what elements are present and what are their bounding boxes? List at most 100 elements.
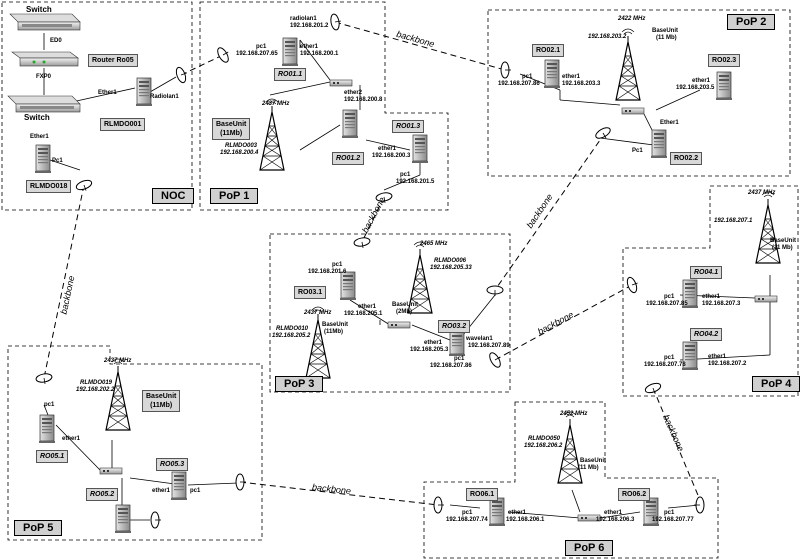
pop1-server-ro012	[341, 109, 359, 139]
pop2-switch	[621, 107, 645, 115]
noc-pc-rlmdo018	[34, 144, 52, 174]
pop5-ro052-label: RO05.2	[86, 488, 119, 501]
pop2-ro022-label: RO02.2	[670, 152, 703, 165]
pop5-ro051-label: RO05.1	[36, 450, 69, 463]
pop2-freq-label: 2422 MHz	[618, 16, 646, 22]
pop5-baseunit-rate: (11Mb)	[150, 402, 173, 409]
pop1-pc-ro011	[281, 37, 299, 67]
pop3-ether1-ip: 192.168.205.1	[344, 311, 383, 317]
noc-pc1-label: Pc1	[52, 158, 63, 164]
pop6-pc1-ip: 192.168.207.74	[446, 517, 488, 523]
pop1-freq-label: 2437 MHz	[262, 101, 290, 107]
pop2-pc1c-label: Pc1	[632, 148, 643, 154]
pop3-baseunit2-label: BaseUnit	[392, 302, 419, 308]
pop2-pc-ro023	[715, 71, 733, 101]
pop3-dish-bottom	[487, 349, 505, 370]
noc-ed0-label: ED0	[50, 38, 62, 44]
pop1-baseunit-box: BaseUnit(11Mb)	[212, 118, 251, 140]
pop6-rlmdo-label: RLMDO050	[528, 436, 561, 442]
pop1-tower	[259, 98, 285, 171]
region-label-pop2: PoP 2	[727, 14, 776, 30]
pop6-rlmdo-ip: 192.168.206.2	[524, 443, 563, 449]
pop1-ether1-ip: 192.168.200.1	[300, 51, 339, 57]
pop3-pc1-ip: 192.168.201.6	[308, 269, 347, 275]
pop4-freq-label: 2437 MHz	[748, 190, 776, 196]
pop3-ro031-label: RO03.1	[294, 286, 327, 299]
pop3-rlmdo010-ip: 192.168.205.2	[272, 333, 311, 339]
noc-router-label: Router Ro05	[88, 54, 138, 67]
pop3-baseunit	[387, 321, 411, 329]
pop5-switch	[99, 467, 123, 475]
pop3-baseunit-label: BaseUnit	[322, 322, 349, 328]
pop4-switch	[754, 295, 778, 303]
pop6-baseunit-label: BaseUnit	[580, 458, 607, 464]
noc-pc-ether1-label: Ether1	[30, 134, 49, 140]
pop1-ro011-label: RO01.1	[274, 68, 307, 81]
pop1-pc1b-ip: 192.168.201.5	[396, 179, 435, 185]
pop2-pc-ro021	[543, 59, 561, 89]
pop2-ether1r-label: ether1	[692, 78, 711, 84]
pop6-baseunit-rate: (11 Mb)	[578, 465, 599, 471]
pop2-baseunit-label: BaseUnit	[652, 28, 679, 34]
pop5-pc1b-label: pc1	[190, 488, 201, 494]
pop4-ip: 192.168.207.1	[714, 218, 753, 224]
pop4-pc1b-label: pc1	[664, 355, 675, 361]
pop5-dish-top	[34, 372, 54, 386]
region-label-pop3: PoP 3	[275, 376, 324, 392]
pop3-tower-left	[305, 306, 331, 379]
pop4-ro042-label: RO04.2	[690, 328, 723, 341]
pop3-pc1b-label: pc1	[454, 356, 465, 362]
pop3-dish-top	[352, 236, 372, 250]
pop4-ether1-label: ether1	[702, 294, 721, 300]
region-label-noc: NOC	[152, 188, 195, 204]
pop1-pc1-label: pc1	[256, 44, 267, 50]
pop2-ro021-label: RO02.1	[532, 44, 565, 57]
noc-dish-2	[74, 178, 95, 194]
pop1-pc-ro013	[411, 134, 429, 164]
noc-dish	[174, 64, 190, 85]
pop5-ether1-label: ether1	[62, 436, 81, 442]
pop5-dish-right	[235, 473, 247, 491]
pop6-ether1b-ip: 192.168.206.3	[596, 517, 635, 523]
pop4-ether1-ip: 192.168.207.3	[702, 301, 741, 307]
pop2-ether1-ip: 192.168.203.3	[562, 81, 601, 87]
pop6-freq-label: 2452 MHz	[560, 411, 588, 417]
pop6-ether1-label: ether1	[508, 510, 527, 516]
pop2-pc1-label: pc1	[522, 74, 533, 80]
pop4-baseunit-rate: (11 Mb)	[772, 245, 793, 251]
pop1-pc1-ip: 192.168.207.65	[236, 51, 278, 57]
pop6-pc-ro061	[488, 497, 506, 527]
region-label-pop1: PoP 1	[210, 188, 259, 204]
pop1-rlmdo-label: RLMDO003	[225, 143, 258, 149]
pop1-ether1-label: ether1	[300, 44, 319, 50]
pop3-ether1-label: ether1	[358, 304, 377, 310]
pop3-freq2-label: 2437 MHz	[304, 310, 332, 316]
pop4-ether1b-ip: 192.168.207.2	[708, 361, 747, 367]
pop4-dish-bottom	[643, 381, 664, 397]
noc-rlmdo001-label: RLMDO001	[100, 118, 146, 131]
pop1-ro013-label: RO01.3	[392, 120, 425, 133]
pop6-ether1b-label: ether1	[604, 510, 623, 516]
pop3-ro032-label: RO03.2	[438, 320, 471, 333]
pop6-ether1-ip: 192.168.206.1	[506, 517, 545, 523]
pop3-wavelan1-ip: 192.168.207.89	[468, 343, 510, 349]
pop1-dish-top	[329, 12, 343, 32]
pop2-ether1c-label: Ether1	[660, 120, 679, 126]
pop3-rlmdo010-label: RLMDO010	[276, 326, 309, 332]
noc-switch-top-label: Switch	[26, 5, 52, 14]
pop3-ether1b-ip: 192.168.205.3	[410, 347, 449, 353]
pop3-pc1-label: pc1	[332, 262, 343, 268]
pop2-ro023-label: RO02.3	[708, 54, 741, 67]
wired-links	[43, 33, 771, 521]
pop1-ether2-label: ether2	[344, 90, 363, 96]
pop5-rlmdo-ip: 192.168.202.2	[76, 387, 115, 393]
pop4-ro041-label: RO04.1	[690, 266, 723, 279]
pop5-baseunit-box: BaseUnit(11Mb)	[142, 390, 181, 412]
pop5-pc-ro053	[170, 471, 188, 501]
pop5-pc-ro052	[114, 504, 132, 534]
region-label-pop4: PoP 4	[752, 376, 800, 392]
pop5-ether1b-label: ether1	[152, 488, 171, 494]
pop1-baseunit-label: BaseUnit	[216, 121, 247, 128]
noc-ether1-label: Ether1	[98, 90, 117, 96]
